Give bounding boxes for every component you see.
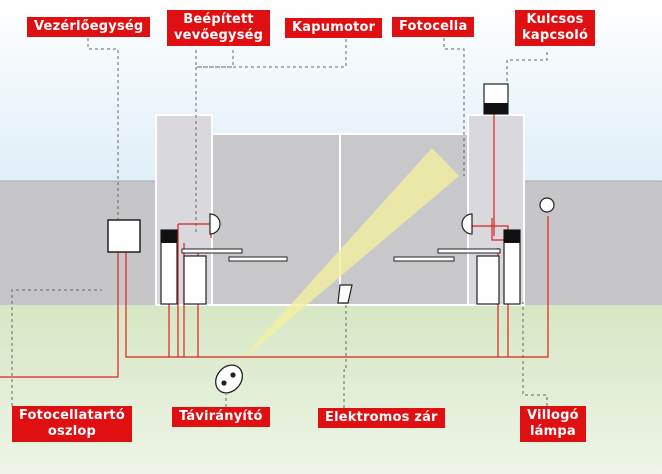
photocell-head-left [161,230,177,243]
photocell-right-icon [461,213,473,235]
label-control-unit: Vezérlőegység [27,17,151,37]
label-flashing-lamp: Villogó lámpa [520,406,586,442]
motor-arm-right-upper [437,248,501,254]
label-built-in-receiver: Beépített vevőegység [167,10,271,46]
label-photocell-post: Fotocellatartó oszlop [12,406,132,442]
label-key-switch-line1: Kulcsos [526,12,584,27]
label-key-switch: Kulcsos kapcsoló [515,10,596,46]
remote-button-2 [230,372,236,378]
label-flashing-lamp-line1: Villogó [527,408,579,423]
gate-motor-left [183,255,207,305]
photocell-beam [238,148,459,363]
control-unit-box [107,219,141,253]
remote-button-1 [221,380,227,386]
label-photocell: Fotocella [392,17,475,37]
photocell-left-icon [209,213,221,235]
label-key-switch-line2: kapcsoló [522,28,589,43]
label-built-in-receiver-line2: vevőegység [174,28,264,43]
motor-arm-left-lower [228,256,288,262]
motor-arm-right-lower [393,256,455,262]
leader-lines [11,38,548,408]
motor-arm-left-upper [181,248,243,254]
gate-motor-right [476,255,500,305]
electric-lock-icon [337,284,353,304]
grass-ground [0,303,662,474]
key-switch-base [484,103,508,114]
label-built-in-receiver-line1: Beépített [183,12,254,27]
remote-control-icon [215,364,243,394]
flashing-lamp-icon [539,197,555,213]
label-remote-control: Távirányító [172,407,270,427]
photocell-head-right [504,230,520,243]
label-gate-motor: Kapumotor [285,18,383,38]
label-photocell-post-line2: oszlop [47,424,97,439]
label-photocell-post-line1: Fotocellatartó [19,408,125,423]
label-flashing-lamp-line2: lámpa [529,424,576,439]
label-electric-lock: Elektromos zár [318,408,445,428]
